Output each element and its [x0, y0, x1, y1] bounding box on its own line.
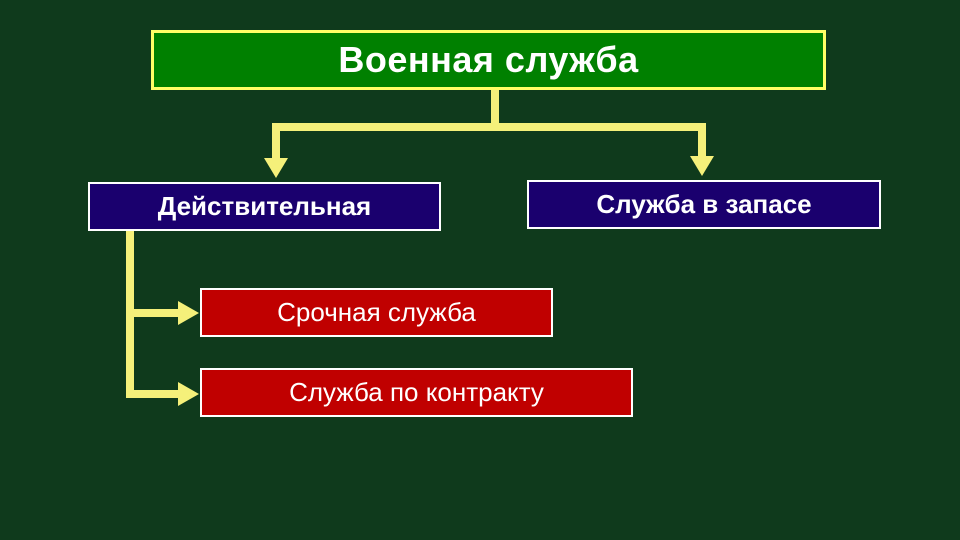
node-label: Военная служба: [338, 39, 639, 80]
node-conscript-service: Срочная служба: [200, 288, 553, 337]
node-reserve-service: Служба в запасе: [527, 180, 881, 229]
node-active-service: Действительная: [88, 182, 441, 231]
arrow-to-reserve: [690, 156, 714, 176]
arrow-to-contract: [178, 382, 199, 406]
node-contract-service: Служба по контракту: [200, 368, 633, 417]
conscript-connector: [126, 309, 182, 317]
node-label: Срочная служба: [277, 297, 476, 327]
contract-connector: [126, 390, 182, 398]
left-drop-line: [272, 123, 280, 160]
node-label: Служба в запасе: [596, 189, 812, 219]
arrow-to-conscript: [178, 301, 199, 325]
node-label: Действительная: [157, 191, 372, 221]
right-drop-line: [698, 123, 706, 160]
arrow-to-active: [264, 158, 288, 178]
root-stem: [491, 88, 499, 128]
node-military-service: Военная служба: [151, 30, 826, 90]
node-label: Служба по контракту: [289, 377, 544, 407]
branch-bar: [272, 123, 706, 131]
